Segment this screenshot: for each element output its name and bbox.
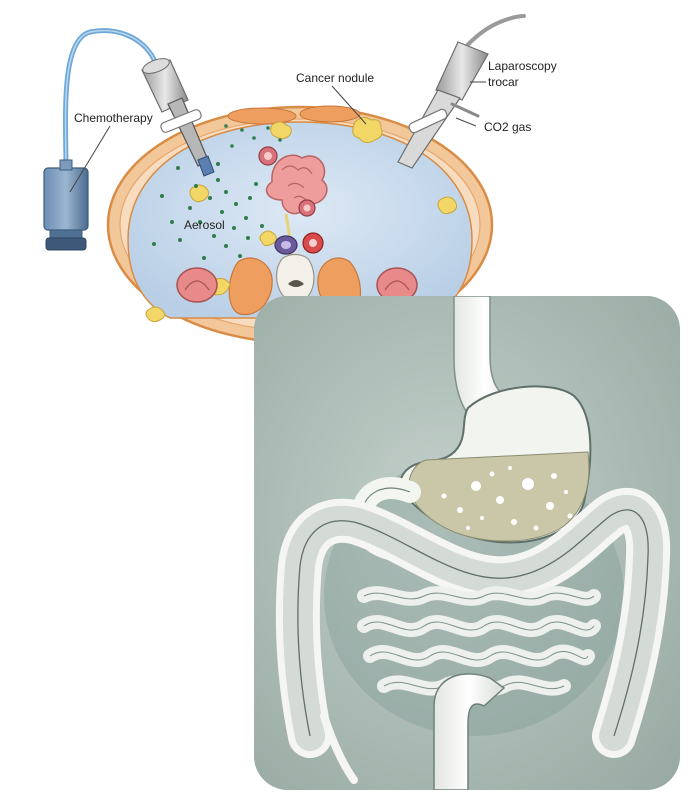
muscle-layer: [227, 105, 361, 125]
rectum: [433, 673, 506, 790]
leader-lines: [69, 81, 486, 193]
gi-tract-illustration-card: [254, 296, 680, 790]
label-co2-gas: CO2 gas: [484, 120, 531, 134]
label-laparoscopy-1: Laparoscopy: [488, 59, 557, 73]
intestine-loops: [258, 146, 328, 259]
blood-vessels: [274, 232, 324, 255]
appendix: [320, 712, 358, 784]
kidneys: [176, 267, 418, 303]
nebulizer-trocar: [141, 58, 215, 177]
large-intestine: [275, 488, 671, 758]
label-cancer-nodule: Cancer nodule: [296, 71, 374, 85]
chemotherapy-device: [43, 28, 161, 251]
gi-tract-illustration: [254, 296, 680, 790]
label-laparoscopy-2: trocar: [488, 75, 519, 89]
label-aerosol: Aerosol: [184, 218, 225, 232]
aerosol-droplets: [152, 124, 282, 260]
stomach-particles: [441, 466, 573, 531]
label-chemotherapy: Chemotherapy: [74, 111, 153, 125]
laparoscopy-trocar: [397, 14, 526, 169]
